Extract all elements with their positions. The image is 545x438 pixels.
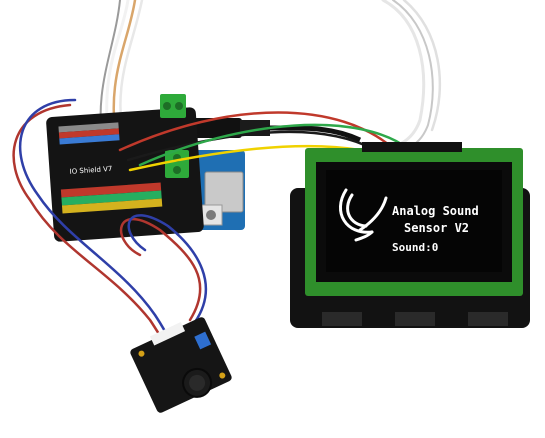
jumper-wires-to-oled xyxy=(118,111,412,172)
oled-title-line1: Analog Sound xyxy=(392,204,479,218)
screw-terminal-top xyxy=(160,94,186,118)
oled-title-line2: Sensor V2 xyxy=(404,221,469,235)
oled-module: Analog Sound Sensor V2 Sound:0 xyxy=(305,142,523,296)
sound-sensor-module xyxy=(130,317,232,413)
shield-silk-label: IO Shield V7 xyxy=(69,165,112,176)
sound-wave-icon xyxy=(339,188,388,242)
io-shield: IO Shield V7 xyxy=(46,107,204,242)
sensor-cable xyxy=(12,98,208,352)
oled-reading: Sound:0 xyxy=(392,241,438,254)
